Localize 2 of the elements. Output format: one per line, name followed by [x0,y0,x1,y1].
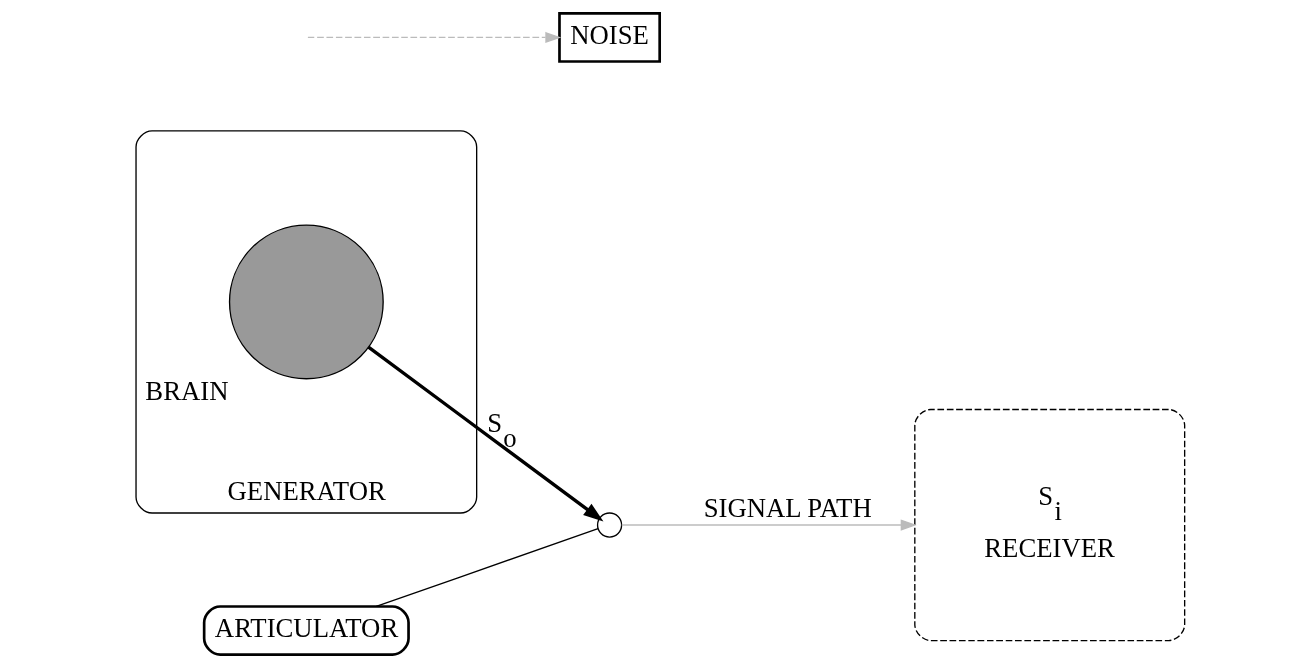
edge-label: SIGNAL PATH [703,493,872,524]
node-label: BRAIN [145,376,229,407]
